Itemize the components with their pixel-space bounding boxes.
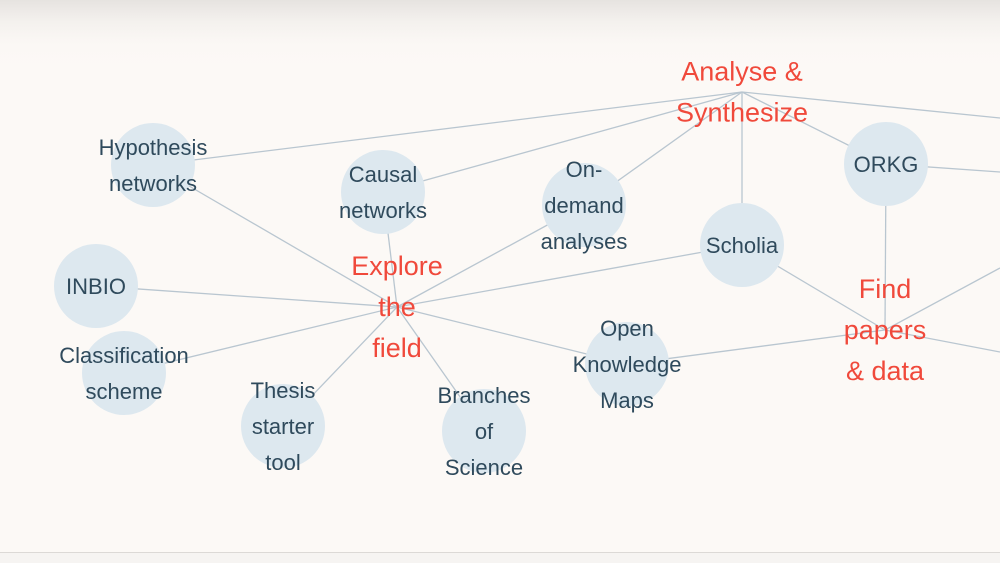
thesis-starter-tool-label-line: starter: [252, 414, 314, 439]
causal-networks-label-line: networks: [339, 198, 427, 223]
edge-find-offscreen-right-2: [884, 267, 1000, 331]
inbio-bubble[interactable]: [54, 244, 138, 328]
hypothesis-networks-tool-label: Hypothesis networks: [99, 135, 208, 196]
on-demand-analyses-label-line: demand: [544, 193, 624, 218]
orkg-tool-label: ORKG: [854, 152, 919, 177]
tool-node-on-demand-analyses[interactable]: [542, 163, 626, 247]
hypothesis-networks-bubble[interactable]: [111, 123, 195, 207]
hub-node-find[interactable]: Find papers & data: [844, 274, 927, 386]
hypothesis-networks-label-line: networks: [109, 171, 197, 196]
explore-hub-label: Explore the field: [351, 251, 443, 363]
find-label-line: Find: [859, 274, 912, 304]
hub-node-explore[interactable]: Explore the field: [351, 251, 443, 363]
edge-analyse-offscreen-right-1: [741, 91, 1000, 119]
find-hub-label: Find papers & data: [844, 274, 927, 386]
thesis-starter-tool-label-line: Thesis: [251, 378, 316, 403]
open-knowledge-maps-label-line: Maps: [600, 388, 654, 413]
branches-of-science-label-line: Branches: [438, 383, 531, 408]
thesis-starter-tool-label-line: tool: [265, 450, 300, 475]
edge-analyse-causal-networks: [382, 91, 743, 193]
thesis-starter-tool-bubble[interactable]: [241, 384, 325, 468]
labels-layer: Hypothesis networks Causal networks On-deman…: [59, 57, 926, 480]
edge-find-open-knowledge-maps: [626, 329, 886, 365]
explore-label-line: the: [378, 292, 416, 322]
tool-node-open-knowledge-maps[interactable]: [585, 322, 669, 406]
on-demand-analyses-bubble[interactable]: [542, 163, 626, 247]
branches-of-science-bubble[interactable]: [442, 389, 526, 473]
branches-of-science-label-line: Science: [445, 455, 523, 480]
bottom-bar: [0, 552, 1000, 563]
scholia-label-line: Scholia: [706, 233, 779, 258]
scholia-bubble[interactable]: [700, 203, 784, 287]
on-demand-analyses-label-line: On-: [566, 157, 603, 182]
edge-find-offscreen-right-3: [884, 329, 1000, 353]
hub-node-analyse[interactable]: Analyse & Synthesize: [676, 57, 808, 128]
tool-node-thesis-starter-tool[interactable]: [241, 384, 325, 468]
tool-node-branches-of-science[interactable]: [442, 389, 526, 473]
branches-of-science-label-line: of: [475, 419, 494, 444]
find-label-line: & data: [846, 356, 925, 386]
on-demand-analyses-label-line: analyses: [541, 229, 628, 254]
tool-node-orkg[interactable]: [844, 122, 928, 206]
classification-scheme-label-line: scheme: [85, 379, 162, 404]
orkg-bubble[interactable]: [844, 122, 928, 206]
hypothesis-networks-label-line: Hypothesis: [99, 135, 208, 160]
causal-networks-label-line: Causal: [349, 162, 417, 187]
explore-label-line: Explore: [351, 251, 443, 281]
analyse-label-line: Synthesize: [676, 98, 808, 128]
edge-explore-hypothesis-networks: [152, 164, 398, 308]
explore-label-line: field: [372, 333, 422, 363]
open-knowledge-maps-label-line: Open: [600, 316, 654, 341]
tool-node-classification-scheme[interactable]: [82, 331, 166, 415]
inbio-label-line: INBIO: [66, 274, 126, 299]
on-demand-analyses-tool-label: On-demand analyses: [541, 157, 628, 254]
edge-analyse-hypothesis-networks: [152, 91, 743, 166]
causal-networks-tool-label: Causal networks: [339, 162, 427, 223]
bubbles-layer: [54, 122, 928, 473]
scholia-tool-label: Scholia: [706, 233, 779, 258]
edge-explore-classification-scheme: [123, 306, 398, 374]
thesis-starter-tool-tool-label: Thesis starter tool: [251, 378, 316, 475]
classification-scheme-tool-label: Classification scheme: [59, 343, 189, 404]
open-knowledge-maps-label-line: Knowledge: [573, 352, 682, 377]
causal-networks-bubble[interactable]: [341, 150, 425, 234]
edge-explore-scholia: [396, 244, 743, 308]
tool-node-hypothesis-networks[interactable]: [111, 123, 195, 207]
tool-node-inbio[interactable]: [54, 244, 138, 328]
edge-explore-inbio: [95, 285, 398, 308]
find-label-line: papers: [844, 315, 927, 345]
tool-node-scholia[interactable]: [700, 203, 784, 287]
classification-scheme-bubble[interactable]: [82, 331, 166, 415]
orkg-label-line: ORKG: [854, 152, 919, 177]
inbio-tool-label: INBIO: [66, 274, 126, 299]
open-knowledge-maps-bubble[interactable]: [585, 322, 669, 406]
analyse-hub-label: Analyse & Synthesize: [676, 57, 808, 128]
tool-node-causal-networks[interactable]: [341, 150, 425, 234]
analyse-label-line: Analyse &: [681, 57, 803, 87]
classification-scheme-label-line: Classification: [59, 343, 189, 368]
